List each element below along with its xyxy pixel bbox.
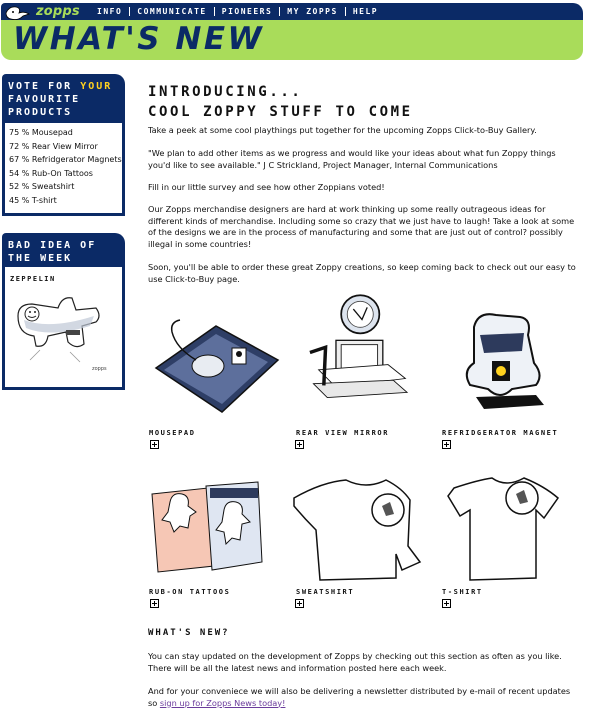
zeppelin-icon: zopps (17, 297, 107, 372)
expand-plus-icon[interactable] (295, 599, 304, 608)
product-label-t-shirt[interactable]: T-SHIRT (442, 588, 483, 596)
vote-result-item: 54 % Rub-On Tattoos (9, 168, 93, 178)
nav-pioneers[interactable]: PIONEERS (213, 7, 280, 16)
nav-my-zopps[interactable]: MY ZOPPS (279, 7, 345, 16)
survey-paragraph: Fill in our little survey and see how ot… (148, 182, 385, 192)
whats-new-heading: WHAT'S NEW? (148, 628, 230, 638)
vote-heading-line3: PRODUCTS (8, 107, 73, 118)
page-title: WHAT'S NEW (13, 21, 265, 57)
nav-info[interactable]: INFO (97, 7, 123, 16)
newsletter-signup-link[interactable]: sign up for Zopps News today! (159, 697, 286, 708)
intro-heading: INTRODUCING... COOL ZOPPY STUFF TO COME (148, 82, 413, 122)
bad-idea-heading-line1: BAD IDEA OF (8, 240, 97, 251)
vote-result-item: 72 % Rear View Mirror (9, 141, 98, 151)
top-nav-bar: zopps INFO COMMUNICATE PIONEERS MY ZOPPS… (1, 3, 583, 20)
tshirt-icon[interactable] (440, 466, 580, 584)
expand-plus-icon[interactable] (442, 440, 451, 449)
expand-plus-icon[interactable] (295, 440, 304, 449)
quote-paragraph: "We plan to add other items as we progre… (148, 148, 556, 170)
newsletter-text: And for your conveniece we will also be … (148, 686, 571, 708)
tattoo-icon[interactable] (146, 466, 286, 584)
vote-heading-text: VOTE FOR (8, 81, 81, 92)
vote-results-panel: 75 % Mousepad 72 % Rear View Mirror 67 %… (5, 123, 122, 213)
vote-heading-highlight: YOUR (80, 81, 113, 92)
logo-text: zopps (36, 4, 80, 19)
bad-idea-panel[interactable]: ZEPPELIN zopps (5, 267, 122, 387)
vote-result-item: 75 % Mousepad (9, 128, 73, 137)
intro-heading-line1: INTRODUCING... (148, 84, 303, 100)
whats-new-paragraph: You can stay updated on the development … (148, 651, 562, 673)
zopps-logo[interactable]: zopps (3, 4, 93, 21)
vote-heading: VOTE FOR YOUR FAVOURITE PRODUCTS (2, 74, 125, 124)
vote-result-item: 52 % Sweatshirt (9, 182, 75, 191)
magnet-icon[interactable] (440, 305, 580, 423)
page-banner: WHAT'S NEW (1, 20, 583, 60)
intro-paragraph: Take a peek at some cool playthings put … (148, 125, 537, 135)
intro-heading-line2: COOL ZOPPY STUFF TO COME (148, 104, 413, 120)
expand-plus-icon[interactable] (150, 599, 159, 608)
bad-idea-box: BAD IDEA OF THE WEEK ZEPPELIN zopps (2, 233, 125, 390)
nav-communicate[interactable]: COMMUNICATE (129, 7, 213, 16)
bad-idea-heading: BAD IDEA OF THE WEEK (2, 233, 125, 270)
designers-paragraph: Our Zopps merchandise designers are hard… (148, 204, 575, 249)
product-label-refridgerator-magnet[interactable]: REFRIDGERATOR MAGNET (442, 429, 559, 437)
zoppy-mascot-icon (5, 6, 30, 20)
product-label-sweatshirt[interactable]: SWEATSHIRT (296, 588, 355, 596)
sweatshirt-icon[interactable] (292, 466, 432, 584)
mousepad-icon[interactable] (146, 308, 286, 426)
vote-heading-line2: FAVOURITE (8, 94, 81, 105)
soon-paragraph: Soon, you'll be able to order these grea… (148, 262, 576, 284)
vote-box: VOTE FOR YOUR FAVOURITE PRODUCTS 75 % Mo… (2, 74, 125, 216)
expand-plus-icon[interactable] (150, 440, 159, 449)
computer-mirror-icon[interactable] (292, 290, 432, 408)
vote-result-item: 67 % Refridgerator Magnets (9, 155, 122, 164)
product-label-rear-view-mirror[interactable]: REAR VIEW MIRROR (296, 429, 390, 437)
svg-text:zopps: zopps (92, 366, 107, 372)
nav-help[interactable]: HELP (344, 7, 385, 16)
nav-links: INFO COMMUNICATE PIONEERS MY ZOPPS HELP (95, 7, 385, 16)
bad-idea-heading-line2: THE WEEK (8, 253, 73, 264)
product-label-mousepad[interactable]: MOUSEPAD (149, 429, 196, 437)
vote-result-item: 45 % T-shirt (9, 195, 57, 205)
vote-results-list: 75 % Mousepad 72 % Rear View Mirror 67 %… (5, 123, 122, 207)
bad-idea-name: ZEPPELIN (10, 275, 56, 283)
product-label-rub-on-tattoos[interactable]: RUB-ON TATTOOS (149, 588, 231, 596)
expand-plus-icon[interactable] (442, 599, 451, 608)
newsletter-paragraph: And for your conveniece we will also be … (148, 686, 578, 709)
